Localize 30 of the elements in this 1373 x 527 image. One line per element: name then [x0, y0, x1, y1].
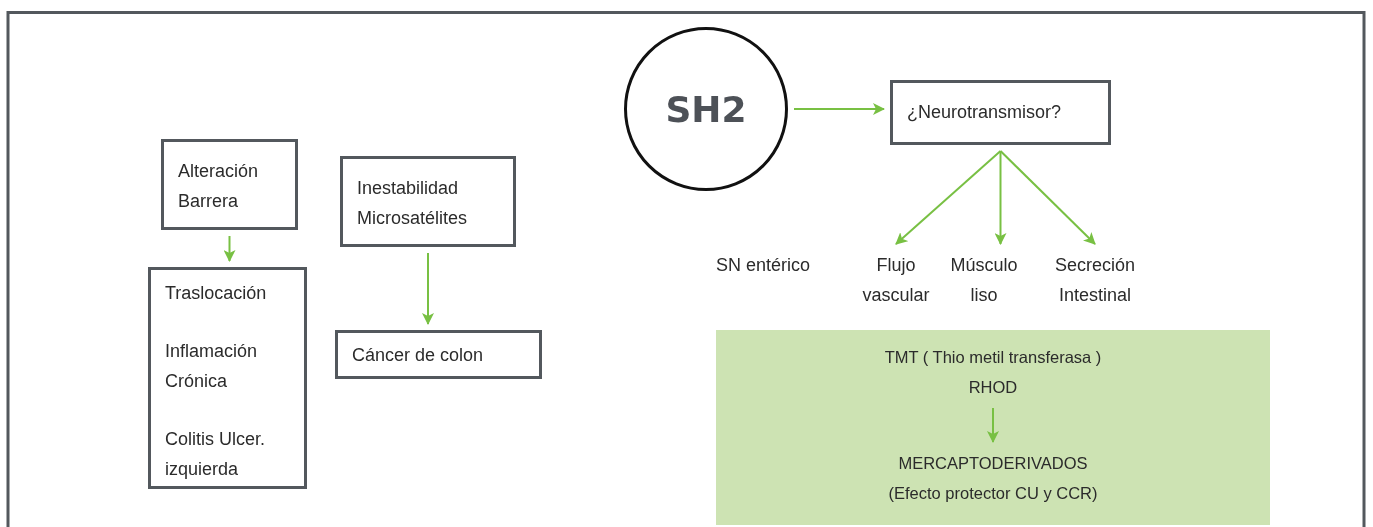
node-text: Cáncer de colon — [352, 344, 484, 367]
process-box — [890, 80, 1111, 145]
node-title: SH2 — [665, 88, 747, 130]
arrow — [895, 150, 1002, 245]
arrow — [987, 407, 999, 443]
node-label: Flujo vascular — [861, 254, 931, 307]
text-label: SN entérico — [716, 254, 811, 277]
node-label: Secreción Intestinal — [1053, 254, 1136, 307]
node-label: Músculo liso — [949, 254, 1019, 307]
process-box — [148, 267, 307, 489]
panel-background — [716, 330, 1270, 525]
arrow — [223, 235, 236, 262]
arrow — [999, 150, 1096, 245]
node-text: Inflamación Crónica — [165, 340, 259, 393]
node-text: Colitis Ulcer. izquierda — [165, 428, 267, 481]
node-text: TMT ( Thio metil transferasa ) — [884, 347, 1102, 368]
node-text: Alteración Barrera — [178, 160, 260, 213]
arrow — [994, 150, 1007, 245]
node-text: ¿Neurotransmisor? — [907, 101, 1062, 124]
process-box — [340, 156, 516, 247]
node-text: MERCAPTODERIVADOS — [898, 453, 1088, 474]
process-box — [335, 330, 542, 379]
arrow — [422, 252, 434, 325]
process-box — [161, 139, 298, 230]
node-text: Inestabilidad Microsatélites — [357, 177, 469, 230]
node-text: Traslocación — [165, 282, 267, 305]
arrow — [793, 103, 885, 115]
circle-node — [624, 27, 788, 191]
node-text: RHOD — [968, 377, 1018, 398]
node-text: (Efecto protector CU y CCR) — [888, 483, 1098, 504]
